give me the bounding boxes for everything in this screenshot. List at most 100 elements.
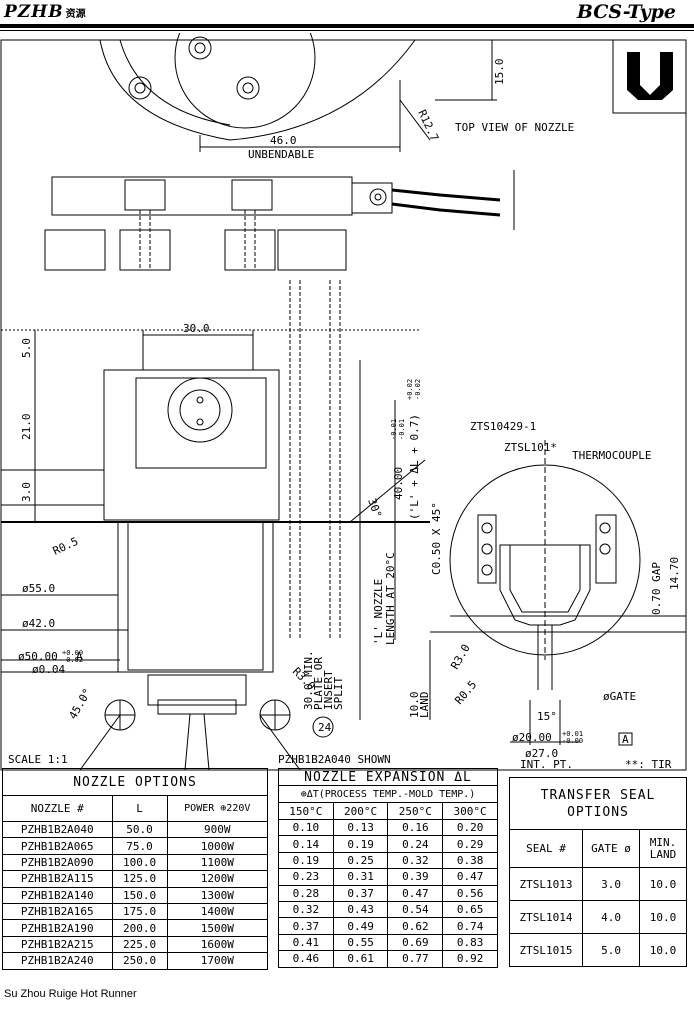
seal-cell: 3.0: [582, 867, 640, 901]
brand-cn: 资源: [65, 9, 86, 20]
seal-cell: 5.0: [582, 933, 640, 967]
scale-label: SCALE 1:1: [8, 753, 68, 766]
nozzle-cell: PZHB1B2A240: [2, 952, 113, 970]
split-label: SPLIT: [332, 677, 345, 710]
nozzle-body: [1, 280, 431, 771]
dim-46: 46.0: [270, 134, 297, 147]
nozzle-logo-icon: [627, 52, 673, 100]
expansion-cell: 0.83: [442, 933, 498, 952]
nozzle-cell: PZHB1B2A190: [2, 919, 113, 937]
nozzle-cell: 1200W: [166, 870, 269, 888]
seal-cell: ZTSL1014: [508, 900, 584, 934]
int-pt: INT. PT.: [520, 758, 573, 771]
unbendable-label: UNBENDABLE: [248, 148, 314, 161]
expansion-cell: 0.37: [332, 884, 389, 902]
expansion-cell: 0.37: [278, 917, 334, 935]
col-min-land: MIN. LAND: [639, 829, 687, 868]
dia50-tol-top: +0.00: [62, 649, 83, 657]
expansion-cell: 0.38: [442, 851, 498, 870]
footer-company: Su Zhou Ruige Hot Runner: [4, 988, 137, 1000]
expansion-cell: 0.23: [278, 868, 334, 886]
gap-val: 0.70 GAP: [650, 562, 663, 615]
dim-21: 21.0: [20, 414, 33, 441]
expansion-cell: 0.49: [332, 917, 389, 935]
dia20: ø20.00: [512, 731, 552, 744]
dim-40: 40.00: [392, 467, 405, 500]
product-type: BCS-Type: [576, 1, 676, 23]
expansion-cell: 0.77: [387, 950, 444, 968]
formula-tol-top: +0.02: [406, 379, 414, 400]
manifold-section: [44, 170, 515, 271]
nozzle-cell: PZHB1B2A115: [2, 870, 113, 888]
nozzle-logo-box: [612, 39, 687, 114]
dim-10: 10.0: [408, 692, 421, 719]
expansion-cell: 0.41: [278, 933, 334, 952]
dim-15: 15.0: [493, 59, 506, 86]
nozzle-cell: 250.0: [111, 952, 168, 970]
dim-40-tol-top: -0.01: [390, 419, 398, 440]
r05-right: R0.5: [452, 678, 479, 707]
seal-cell: ZTSL1013: [508, 867, 584, 901]
col-power: POWER ⊕220V: [166, 795, 269, 822]
formula-tol-bot: -0.02: [414, 379, 422, 400]
dia42: ø42.0: [22, 617, 55, 630]
dia55: ø55.0: [22, 582, 55, 595]
expansion-cell: 0.32: [278, 900, 334, 919]
top-view: [99, 33, 497, 152]
nozzle-cell: 125.0: [111, 870, 168, 888]
expansion-cell: 0.14: [278, 835, 334, 853]
col-300: 300°C: [442, 802, 498, 820]
detail-view: [430, 440, 686, 745]
expansion-cell: 0.20: [442, 818, 498, 837]
nozzle-cell: 225.0: [111, 935, 168, 954]
expansion-title: NOZZLE EXPANSION ΔL: [278, 768, 498, 786]
nozzle-cell: 1600W: [166, 935, 269, 954]
seal-options-table: TRANSFER SEAL OPTIONS SEAL # GATE ø MIN.…: [508, 777, 687, 967]
dia20-tol-top: +0.01: [562, 730, 583, 738]
min-plate: 30.0 MIN.: [302, 650, 315, 710]
expansion-cell: 0.47: [442, 868, 498, 886]
seal-title-1: TRANSFER SEAL: [540, 787, 656, 803]
formula: ('L' + ΔL + 0.7): [408, 414, 421, 520]
expansion-cell: 0.32: [387, 851, 444, 870]
seal-title-2: OPTIONS: [567, 804, 629, 820]
seal-cell: ZTSL1015: [508, 933, 584, 967]
expansion-cell: 0.47: [387, 884, 444, 902]
nozzle-cell: 175.0: [111, 902, 168, 921]
nozzle-cell: PZHB1B2A140: [2, 886, 113, 904]
nozzle-cell: 75.0: [111, 837, 168, 855]
col-nozzle: NOZZLE #: [2, 795, 113, 822]
nozzle-options-title: NOZZLE OPTIONS: [2, 768, 268, 796]
r05-left: R0.5: [51, 535, 81, 558]
nozzle-cell: PZHB1B2A065: [2, 837, 113, 855]
top-view-label: TOP VIEW OF NOZZLE: [455, 121, 574, 134]
col-l: L: [111, 795, 168, 822]
nozzle-cell: 150.0: [111, 886, 168, 904]
nozzle-cell: PZHB1B2A165: [2, 902, 113, 921]
nozzle-cell: 50.0: [111, 820, 168, 839]
land-label: LAND: [418, 692, 431, 719]
gate-label: øGATE: [603, 690, 636, 703]
expansion-cell: 0.92: [442, 950, 498, 968]
dim-40-tol-bot: -0.01: [398, 419, 406, 440]
seal-cell: 10.0: [639, 900, 687, 934]
tir-label: **: TIR: [625, 758, 672, 771]
expansion-table: NOZZLE EXPANSION ΔL ⊕ΔT(PROCESS TEMP.-MO…: [278, 768, 498, 968]
expansion-cell: 0.46: [278, 950, 334, 968]
balloon-24: 24: [318, 721, 332, 734]
nozzle-cell: 1700W: [166, 952, 269, 970]
expansion-subtitle: ⊕ΔT(PROCESS TEMP.-MOLD TEMP.): [278, 785, 498, 803]
expansion-cell: 0.29: [442, 835, 498, 853]
expansion-cell: 0.31: [332, 868, 389, 886]
